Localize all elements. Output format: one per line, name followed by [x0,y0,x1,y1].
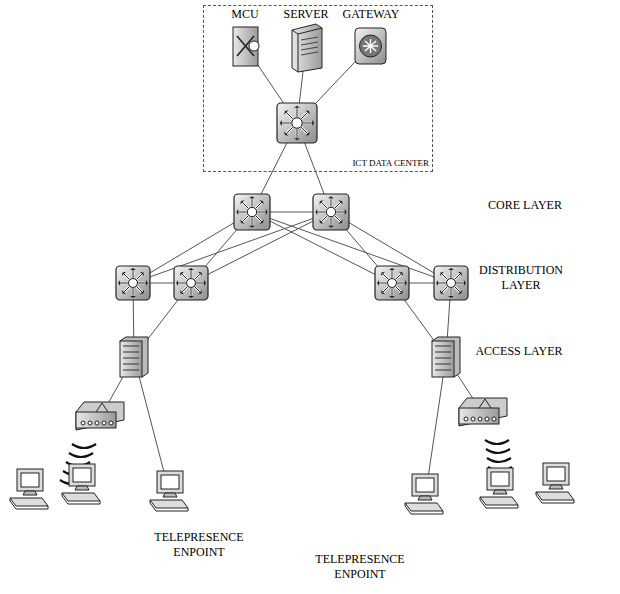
network-link [392,283,451,284]
data-center-region: ICT DATA CENTER MCU SERVER GATEWAY [203,5,433,172]
device-label: TELEPRESENCE ENPOINT [309,552,411,582]
network-link [191,212,331,283]
device-label: GATEWAY [342,7,401,22]
gateway-icon [355,28,386,64]
multilayer-switch [234,194,270,230]
multilayer-switch [174,266,208,300]
wireless-access-point [76,402,124,430]
multilayer-switch [313,194,349,230]
multilayer-switch [434,266,468,300]
server-icon [292,24,322,72]
device-label-node: SERVER [282,7,330,22]
mcu-icon [233,27,259,66]
device-label-node: TELEPRESENCE ENPOINT [148,530,250,560]
pc-icon [405,474,443,514]
network-link [133,212,331,283]
device-label: TELEPRESENCE ENPOINT [148,530,250,560]
network-links [100,46,483,498]
device-label: MCU [230,7,260,22]
network-link [133,283,191,284]
network-link [252,212,392,283]
network-link [191,212,252,283]
devices [10,24,574,514]
multilayer-switch [116,266,150,300]
pc-icon [480,468,518,508]
device-label-node: TELEPRESENCE ENPOINT [309,552,411,582]
device-label-node: MCU [230,7,260,22]
pc-icon [10,469,48,509]
multilayer-switch [375,266,409,300]
region-title: ICT DATA CENTER [352,158,429,169]
device-label-node: GATEWAY [342,7,401,22]
pc-icon [150,471,188,511]
pc-icon [536,463,574,503]
device-label: SERVER [282,7,330,22]
network-link [252,212,451,283]
pc-icon [62,464,100,504]
layer-label: DISTRIBUTION LAYER [472,263,570,293]
access-switch [432,337,460,377]
layer-label: ACCESS LAYER [474,344,564,359]
network-link [252,212,331,213]
wireless-access-point [459,398,507,426]
multilayer-switch [277,103,317,143]
network-link [331,212,392,283]
layer-label: CORE LAYER [487,198,563,213]
access-switch [120,337,148,377]
